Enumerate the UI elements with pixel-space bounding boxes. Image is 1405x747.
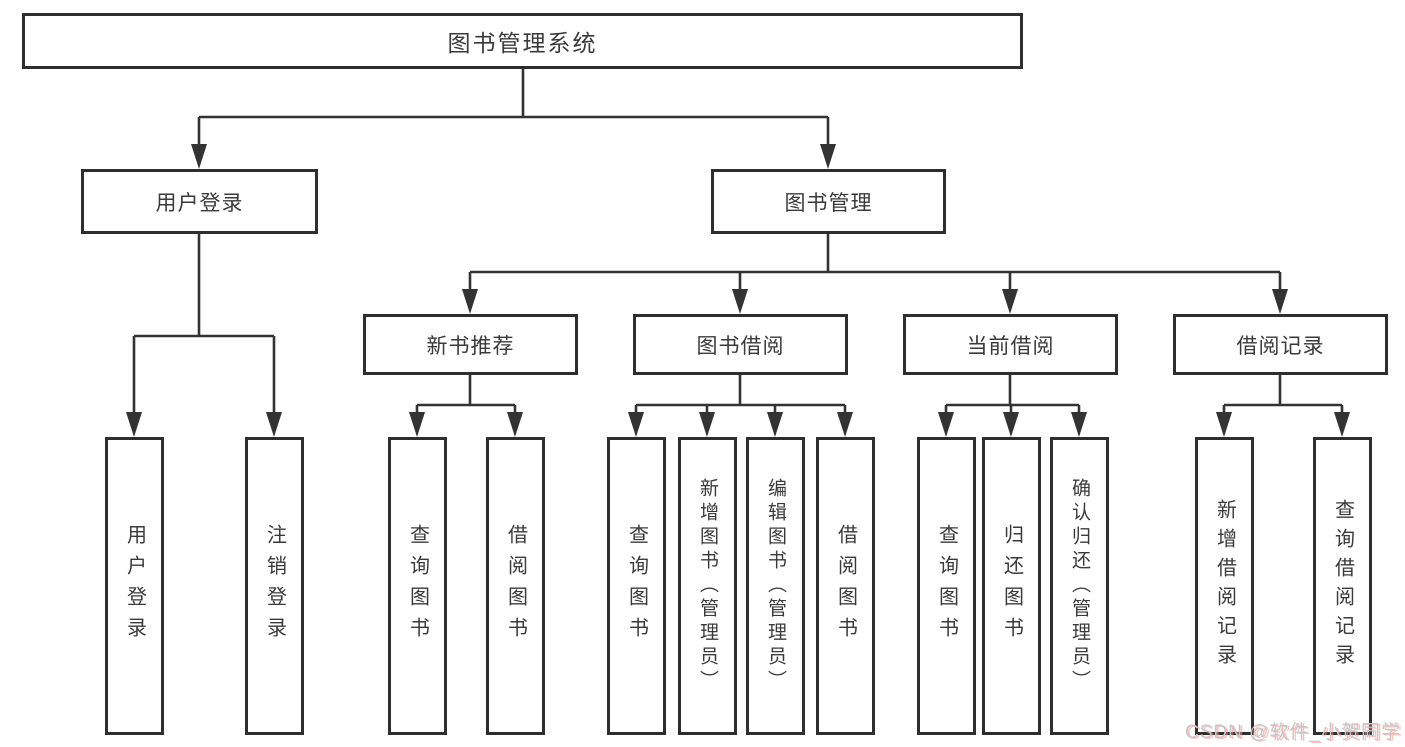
node-label: 新增借阅记录 bbox=[1213, 499, 1236, 673]
node-label: 图书借阅 bbox=[696, 334, 785, 358]
leaf-logout: 注销登录 bbox=[245, 437, 304, 735]
node-label: 图书管理系统 bbox=[447, 30, 598, 56]
node-label: 借阅图书 bbox=[834, 524, 857, 648]
node-label: 新书推荐 bbox=[426, 334, 515, 358]
node-label: 查询借阅记录 bbox=[1331, 499, 1354, 673]
node-label: 查询图书 bbox=[625, 524, 648, 648]
leaf-return-books: 归还图书 bbox=[982, 437, 1041, 735]
node-label: 编辑图书（管理员） bbox=[765, 478, 786, 694]
leaf-confirm-return-admin: 确认归还（管理员） bbox=[1050, 437, 1109, 735]
node-label: 新增图书（管理员） bbox=[697, 478, 718, 694]
node-label: 注销登录 bbox=[263, 524, 286, 648]
leaf-query-books-current: 查询图书 bbox=[917, 437, 976, 735]
node-current-borrowing: 当前借阅 bbox=[903, 314, 1118, 375]
node-label: 当前借阅 bbox=[966, 334, 1055, 358]
leaf-borrow-books-borrowing: 借阅图书 bbox=[816, 437, 875, 735]
node-library-management-system: 图书管理系统 bbox=[22, 13, 1023, 69]
watermark-csdn: CSDN @软件_小贺同学 bbox=[1185, 722, 1401, 743]
node-label: 确认归还（管理员） bbox=[1069, 478, 1090, 694]
node-label: 借阅图书 bbox=[504, 524, 527, 648]
leaf-borrow-books-recommend: 借阅图书 bbox=[486, 437, 545, 735]
leaf-query-books-recommend: 查询图书 bbox=[388, 437, 447, 735]
leaf-edit-book-admin: 编辑图书（管理员） bbox=[746, 437, 805, 735]
node-label: 查询图书 bbox=[406, 524, 429, 648]
node-book-management: 图书管理 bbox=[711, 169, 946, 234]
leaf-query-books-borrowing: 查询图书 bbox=[607, 437, 666, 735]
node-label: 用户登录 bbox=[123, 524, 146, 648]
leaf-add-borrow-record: 新增借阅记录 bbox=[1195, 437, 1254, 735]
node-label: 借阅记录 bbox=[1236, 334, 1325, 358]
node-book-borrowing: 图书借阅 bbox=[633, 314, 848, 375]
node-borrowing-records: 借阅记录 bbox=[1173, 314, 1388, 375]
leaf-query-borrow-record: 查询借阅记录 bbox=[1313, 437, 1372, 735]
leaf-user-login: 用户登录 bbox=[105, 437, 164, 735]
node-label: 图书管理 bbox=[784, 191, 873, 215]
leaf-add-book-admin: 新增图书（管理员） bbox=[678, 437, 737, 735]
node-label: 用户登录 bbox=[155, 191, 244, 215]
node-label: 查询图书 bbox=[935, 524, 958, 648]
node-label: 归还图书 bbox=[1000, 524, 1023, 648]
node-user-login: 用户登录 bbox=[81, 169, 318, 234]
node-new-book-recommend: 新书推荐 bbox=[363, 314, 578, 375]
